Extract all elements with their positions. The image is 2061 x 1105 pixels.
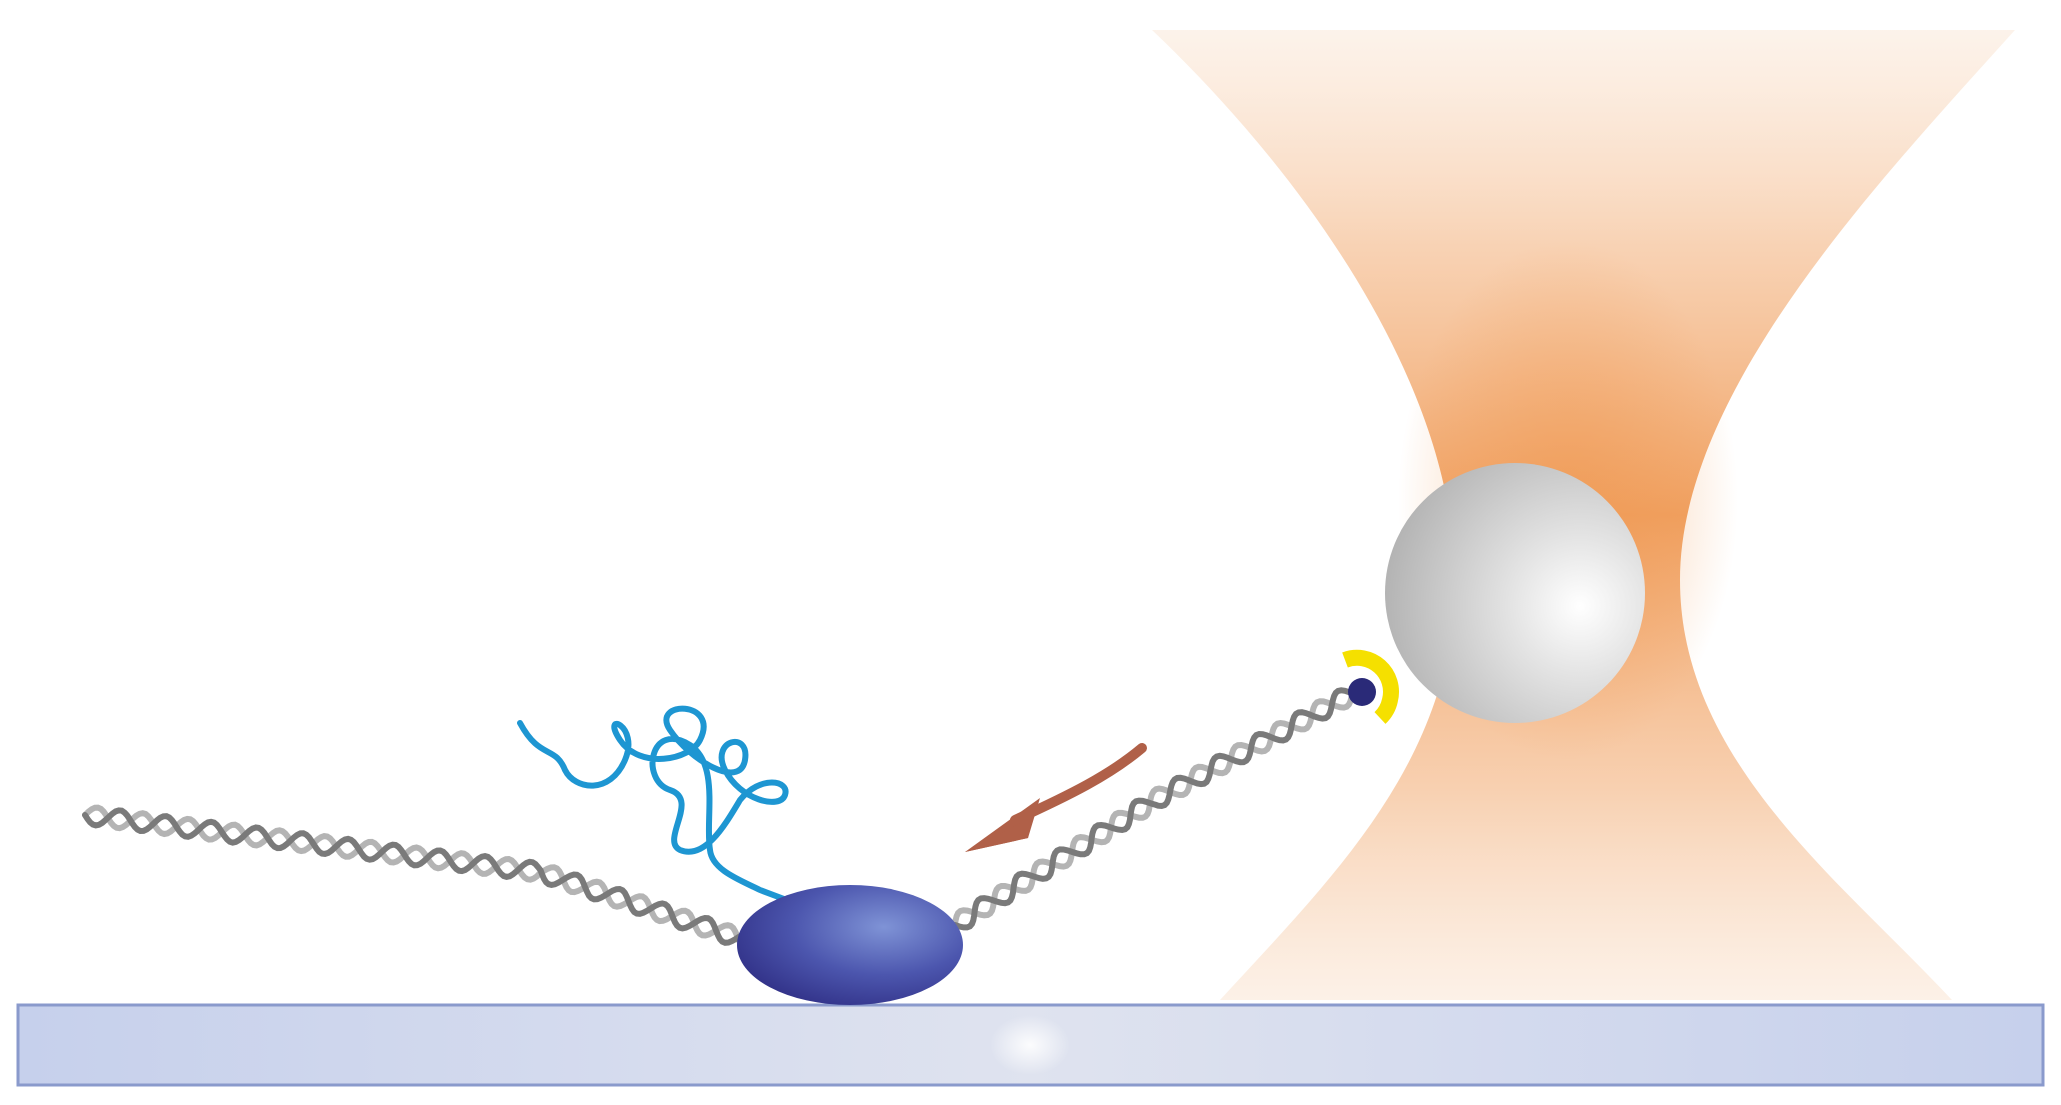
dna-strand xyxy=(82,804,744,947)
coverslip-surface xyxy=(16,1003,2045,1087)
dna-tether xyxy=(82,687,1357,947)
dna-strand xyxy=(952,687,1357,931)
trapped-bead xyxy=(1385,463,1645,723)
polymerase xyxy=(737,885,963,1005)
dna-strand xyxy=(82,807,747,946)
motion-arrow xyxy=(965,743,1147,852)
nascent-chain xyxy=(517,705,803,908)
bead-anchor xyxy=(1342,649,1399,724)
